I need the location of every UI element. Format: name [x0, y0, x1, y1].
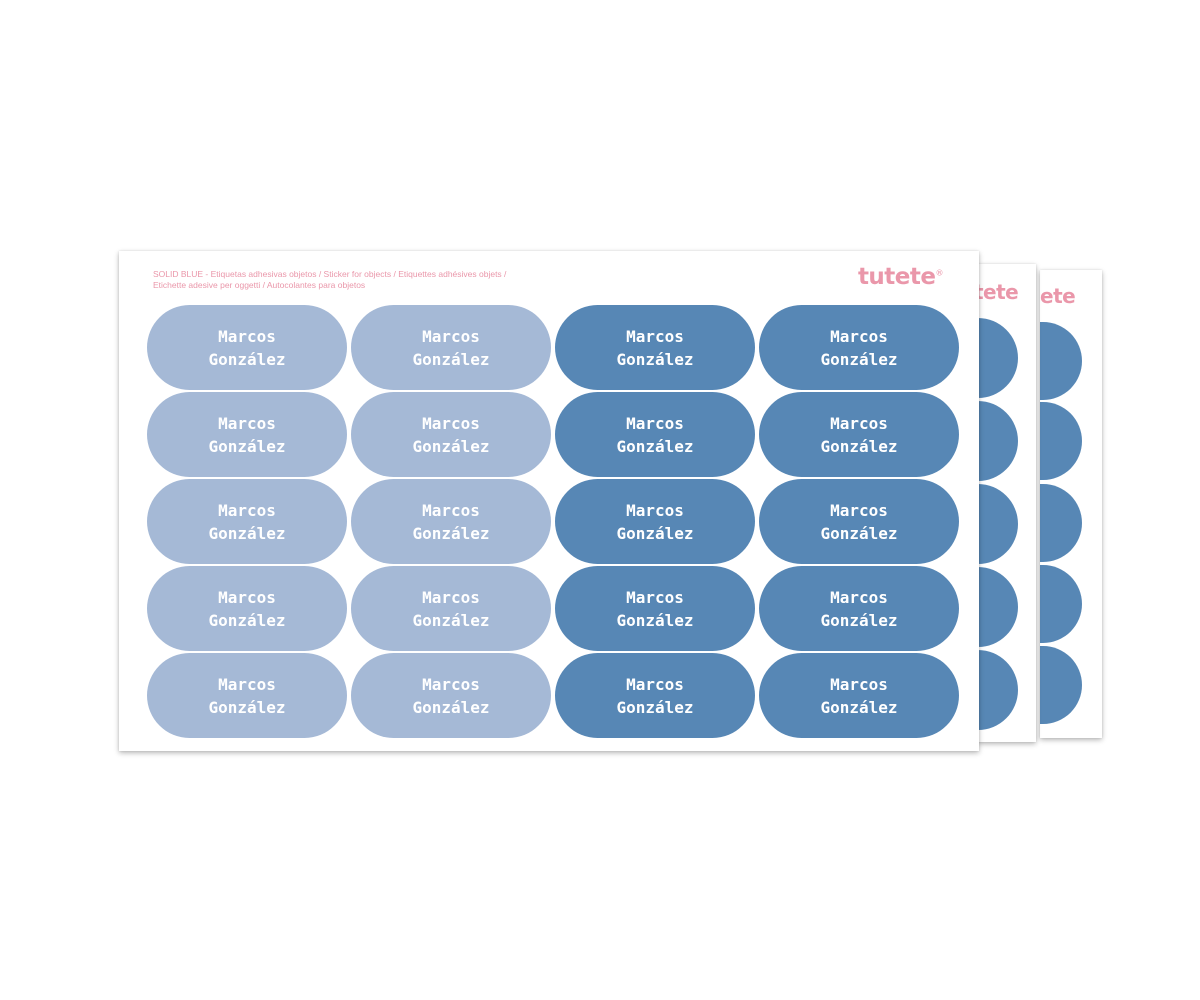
back-sticker-sheet-2: ete: [1040, 270, 1102, 738]
label-first-name: Marcos: [422, 326, 480, 346]
label-first-name: Marcos: [422, 413, 480, 433]
front-sticker-sheet: SOLID BLUE - Etiquetas adhesivas objetos…: [119, 251, 979, 751]
label-last-name: González: [616, 349, 694, 369]
label-last-name: González: [412, 697, 490, 717]
label-last-name: González: [616, 436, 694, 456]
brand-logo-partial: tete: [978, 280, 1019, 304]
label-first-name: Marcos: [830, 326, 888, 346]
label-first-name: Marcos: [422, 587, 480, 607]
label-first-name: Marcos: [830, 413, 888, 433]
label-last-name: González: [616, 697, 694, 717]
peek-label: [1040, 646, 1082, 724]
registered-mark: ®: [935, 268, 944, 278]
product-subtitle: Etichette adesive per oggetti / Autocola…: [153, 280, 366, 290]
label-last-name: González: [820, 523, 898, 543]
back-sticker-sheet-1: tete: [978, 264, 1036, 742]
label-last-name: González: [820, 349, 898, 369]
peek-label: [978, 484, 1018, 564]
label-first-name: Marcos: [218, 413, 276, 433]
peek-label: [978, 401, 1018, 481]
peek-label: [978, 567, 1018, 647]
label-first-name: Marcos: [830, 587, 888, 607]
label-last-name: González: [820, 610, 898, 630]
label-first-name: Marcos: [422, 674, 480, 694]
label-first-name: Marcos: [218, 500, 276, 520]
label-last-name: González: [412, 436, 490, 456]
label-last-name: González: [412, 523, 490, 543]
label-first-name: Marcos: [422, 500, 480, 520]
brand-logo: tutete®: [857, 264, 944, 290]
label-first-name: Marcos: [218, 674, 276, 694]
label-first-name: Marcos: [830, 674, 888, 694]
product-title: SOLID BLUE - Etiquetas adhesivas objetos…: [153, 269, 507, 279]
product-description: SOLID BLUE - Etiquetas adhesivas objetos…: [153, 269, 583, 291]
peek-label: [978, 318, 1018, 398]
peek-label: [1040, 565, 1082, 643]
brand-logo-partial: ete: [1040, 284, 1076, 308]
label-first-name: Marcos: [626, 500, 684, 520]
label-first-name: Marcos: [218, 326, 276, 346]
label-last-name: González: [616, 610, 694, 630]
label-last-name: González: [616, 523, 694, 543]
label-last-name: González: [820, 697, 898, 717]
label-first-name: Marcos: [218, 587, 276, 607]
label-first-name: Marcos: [626, 413, 684, 433]
label-last-name: González: [208, 697, 286, 717]
brand-name: tutete: [857, 264, 936, 290]
peek-label: [1040, 322, 1082, 400]
label-first-name: Marcos: [626, 587, 684, 607]
label-last-name: González: [208, 349, 286, 369]
peek-label: [1040, 484, 1082, 562]
label-first-name: Marcos: [626, 326, 684, 346]
peek-label: [978, 650, 1018, 730]
label-first-name: Marcos: [626, 674, 684, 694]
label-last-name: González: [412, 610, 490, 630]
label-last-name: González: [412, 349, 490, 369]
peek-label: [1040, 402, 1082, 480]
label-last-name: González: [208, 436, 286, 456]
label-last-name: González: [208, 610, 286, 630]
label-last-name: González: [820, 436, 898, 456]
label-first-name: Marcos: [830, 500, 888, 520]
label-last-name: González: [208, 523, 286, 543]
